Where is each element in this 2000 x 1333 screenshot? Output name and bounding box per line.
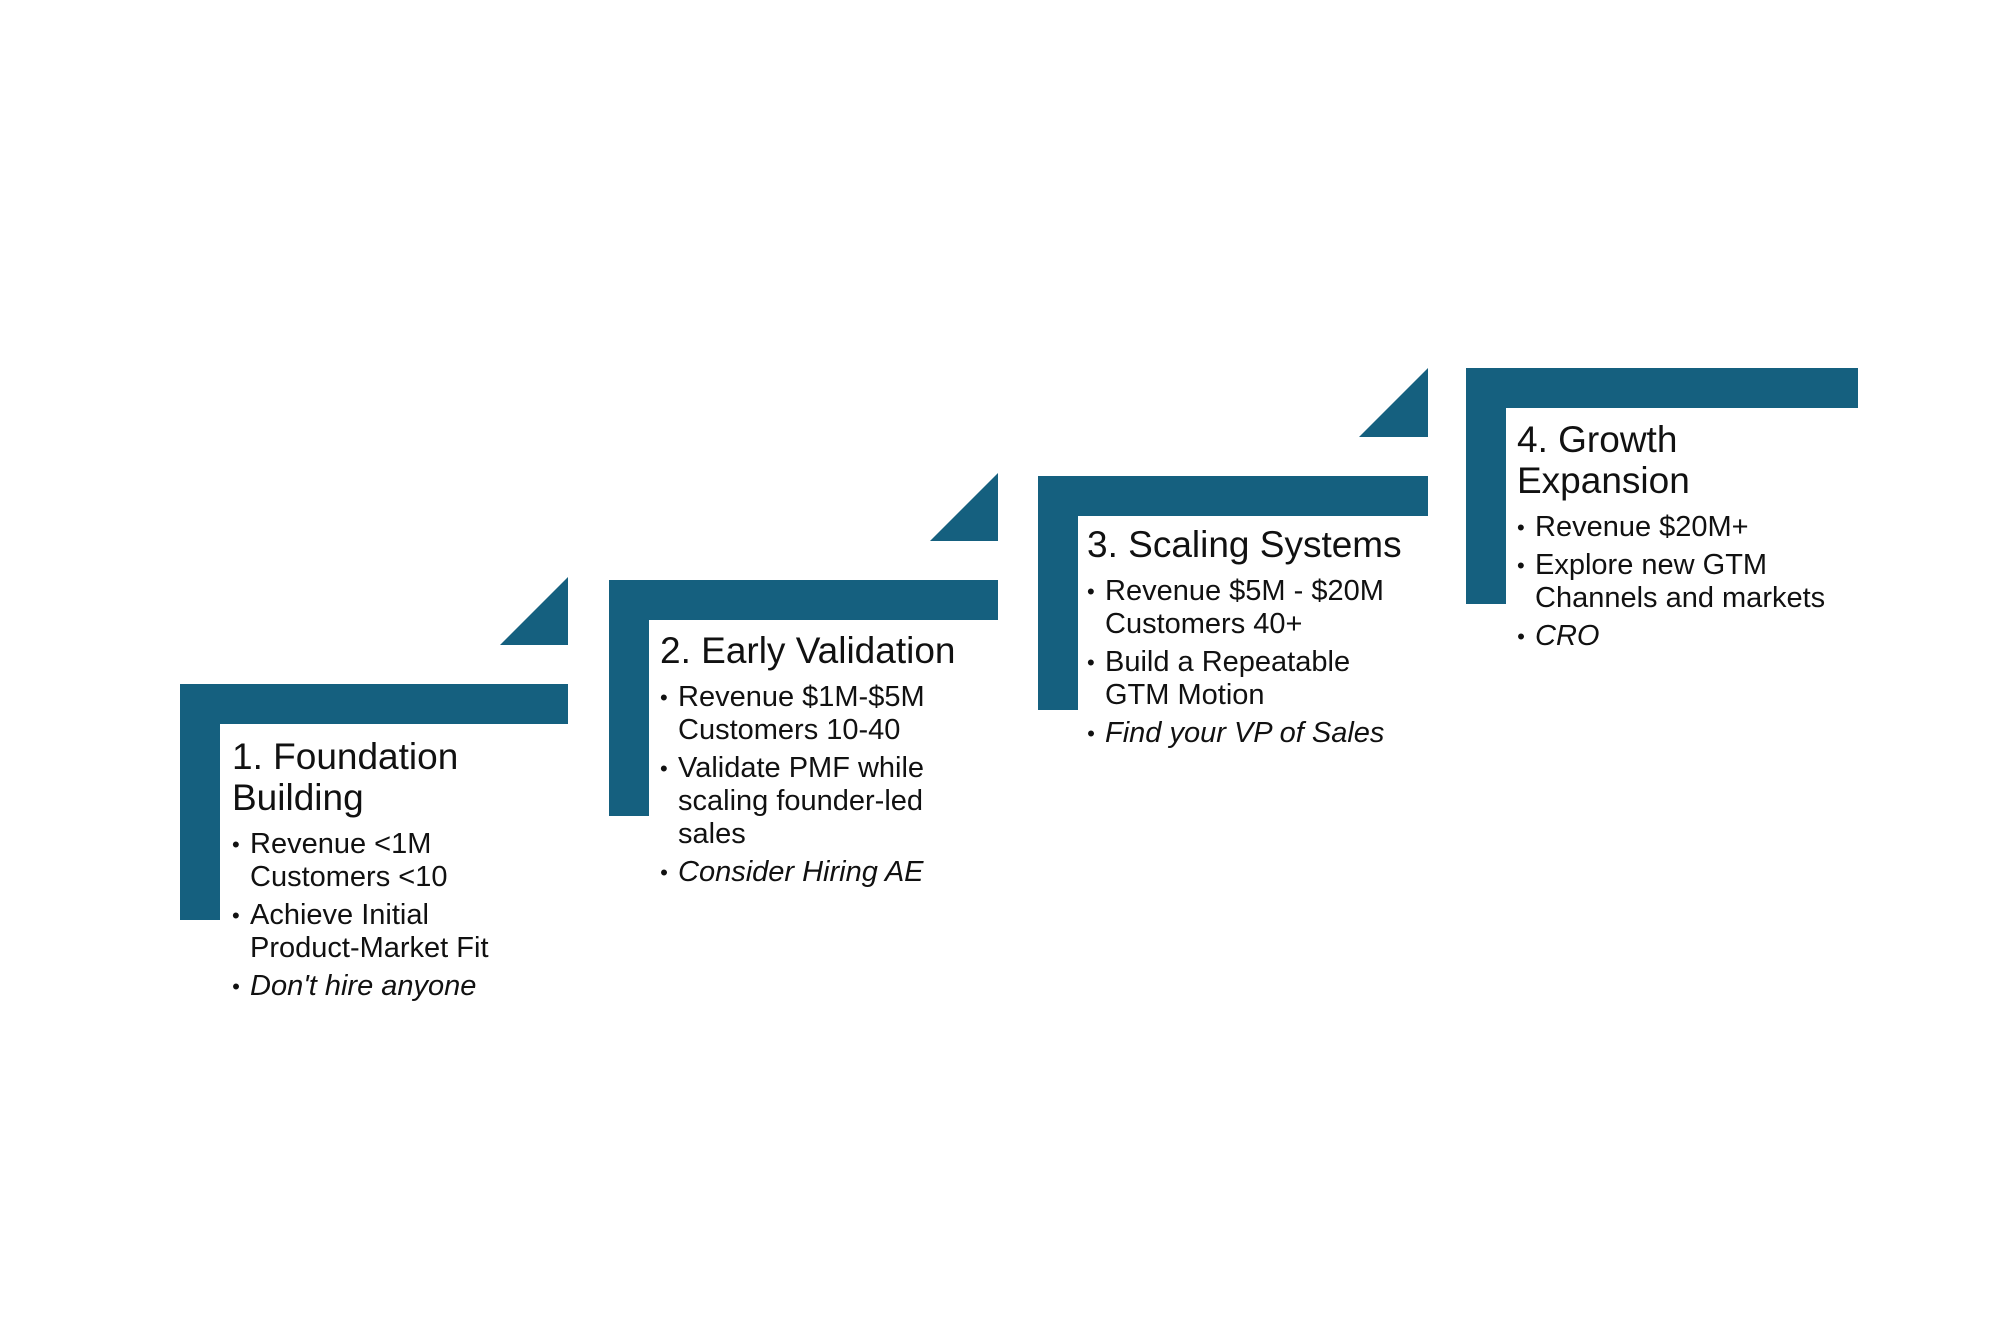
stage-4-content: 4. Growth Expansion Revenue $20M+ Explor… bbox=[1517, 419, 1877, 658]
stage-2-arrow-tip bbox=[930, 473, 998, 541]
stage-3-bullet-1: Revenue $5M - $20M Customers 40+ bbox=[1087, 575, 1447, 641]
stage-2-content: 2. Early Validation Revenue $1M-$5M Cust… bbox=[660, 630, 1000, 894]
stage-1-bullets: Revenue <1M Customers <10 Achieve Initia… bbox=[232, 828, 572, 1003]
stage-3-bullet-2: Build a Repeatable GTM Motion bbox=[1087, 646, 1447, 712]
stage-3-title: 3. Scaling Systems bbox=[1087, 524, 1402, 565]
stage-2-step-top bbox=[609, 580, 998, 620]
stage-4-bullets: Revenue $20M+ Explore new GTM Channels a… bbox=[1517, 511, 1877, 653]
stage-1-step-top bbox=[180, 684, 568, 724]
stage-4-bullet-2: Explore new GTM Channels and markets bbox=[1517, 549, 1877, 615]
stage-3-bullet-3: Find your VP of Sales bbox=[1087, 717, 1447, 750]
stage-1-arrow-tip bbox=[500, 577, 568, 645]
stage-3-arrow-tip bbox=[1359, 368, 1428, 437]
stage-3-content: 3. Scaling Systems Revenue $5M - $20M Cu… bbox=[1087, 524, 1447, 755]
stage-2-bullet-3: Consider Hiring AE bbox=[660, 856, 1000, 889]
stage-4-bullet-1: Revenue $20M+ bbox=[1517, 511, 1877, 544]
stage-2-bullet-1: Revenue $1M-$5M Customers 10-40 bbox=[660, 681, 1000, 747]
stage-1-step-riser bbox=[180, 684, 220, 920]
stage-2-bullet-2: Validate PMF while scaling founder-led s… bbox=[660, 752, 1000, 851]
stage-2-title: 2. Early Validation bbox=[660, 630, 956, 671]
stage-1-bullet-2: Achieve Initial Product-Market Fit bbox=[232, 899, 572, 965]
stage-2-step-riser bbox=[609, 580, 649, 816]
stage-1-title: 1. Foundation Building bbox=[232, 736, 459, 818]
stage-2-bullets: Revenue $1M-$5M Customers 10-40 Validate… bbox=[660, 681, 1000, 889]
stage-1-bullet-3: Don't hire anyone bbox=[232, 970, 572, 1003]
stage-1-bullet-1: Revenue <1M Customers <10 bbox=[232, 828, 572, 894]
stage-3-step-top bbox=[1038, 476, 1428, 516]
stage-4-bullet-3: CRO bbox=[1517, 620, 1877, 653]
stage-3-step-riser bbox=[1038, 476, 1078, 710]
stage-4-step-top bbox=[1466, 368, 1858, 408]
stage-1-content: 1. Foundation Building Revenue <1M Custo… bbox=[232, 736, 572, 1008]
stage-3-bullets: Revenue $5M - $20M Customers 40+ Build a… bbox=[1087, 575, 1447, 750]
stage-4-step-riser bbox=[1466, 368, 1506, 604]
stage-4-title: 4. Growth Expansion bbox=[1517, 419, 1690, 501]
